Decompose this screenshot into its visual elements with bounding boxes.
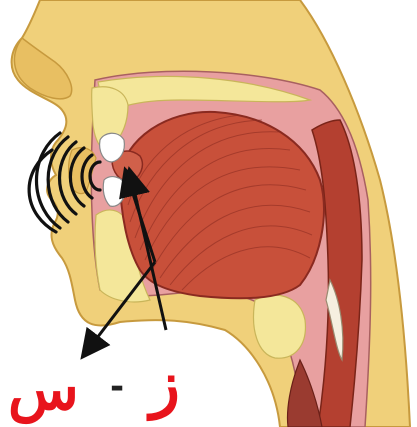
letter-separator: - [110,370,124,404]
letter-zay-label: ز [150,353,180,415]
letter-seen-label: س [8,360,79,418]
hyoid-area [254,295,306,358]
